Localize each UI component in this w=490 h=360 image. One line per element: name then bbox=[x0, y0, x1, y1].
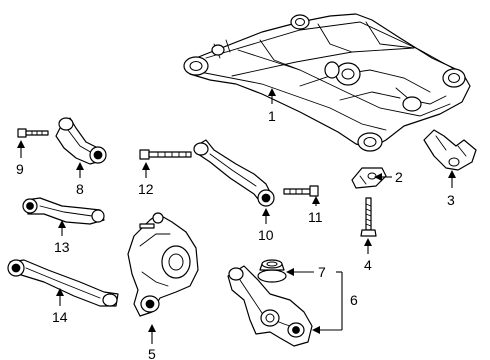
bracket bbox=[351, 167, 387, 189]
callout-11: 11 bbox=[308, 209, 323, 225]
leader-lines bbox=[17, 88, 456, 344]
callout-7: 7 bbox=[318, 264, 326, 280]
rear-subframe bbox=[183, 13, 471, 152]
bolt-small bbox=[17, 128, 49, 138]
long-bolt bbox=[360, 197, 377, 237]
callout-13: 13 bbox=[54, 239, 70, 255]
callout-6: 6 bbox=[350, 292, 358, 308]
callout-4: 4 bbox=[364, 257, 372, 273]
knuckle bbox=[127, 212, 199, 317]
callout-8: 8 bbox=[76, 181, 84, 197]
lower-control-arm bbox=[227, 265, 313, 347]
callout-5: 5 bbox=[148, 346, 156, 360]
callout-1: 1 bbox=[268, 108, 276, 124]
spring-seat bbox=[257, 259, 287, 283]
callout-14: 14 bbox=[52, 309, 68, 325]
callout-9: 9 bbox=[16, 161, 24, 177]
callout-2: 2 bbox=[395, 169, 403, 185]
mount-bracket bbox=[423, 129, 477, 171]
callout-12: 12 bbox=[138, 181, 154, 197]
callout-10: 10 bbox=[258, 227, 274, 243]
lower-link bbox=[7, 259, 119, 307]
bolt-11 bbox=[283, 185, 319, 197]
lower-arm bbox=[22, 197, 105, 225]
callout-3: 3 bbox=[447, 192, 455, 208]
long-bolt-12 bbox=[139, 149, 192, 160]
toe-link bbox=[193, 139, 275, 207]
upper-control-arm bbox=[55, 117, 107, 165]
